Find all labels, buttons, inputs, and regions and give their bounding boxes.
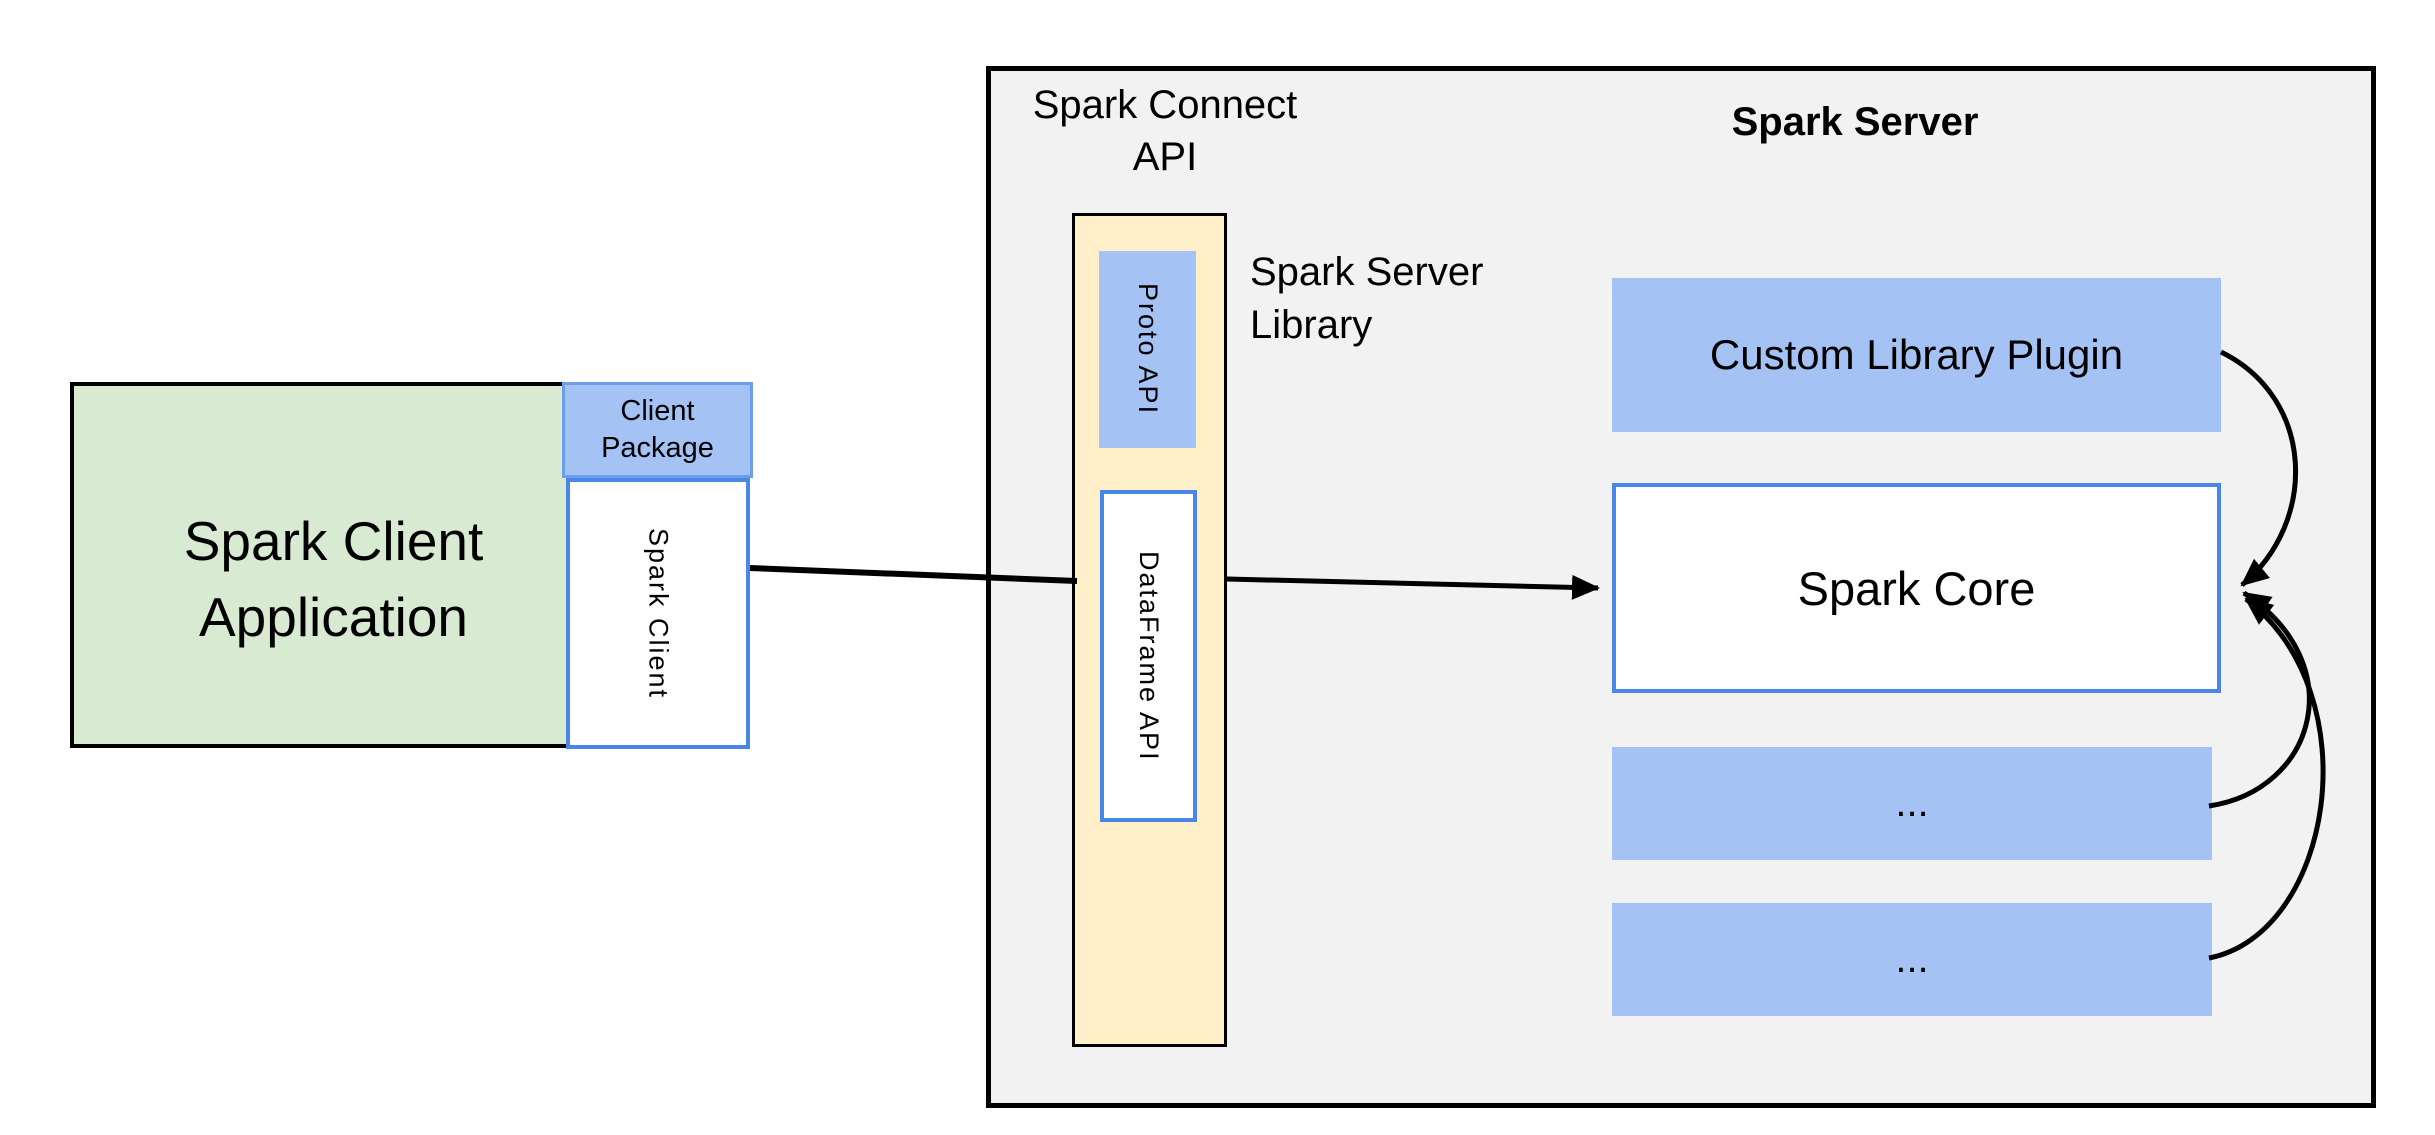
proto-api-label: Proto API [1133,283,1163,416]
dataframe-api-label: DataFrame API [1134,550,1164,762]
spark-client-application-label: Spark Client Application [183,510,484,648]
custom-library-plugin-box: Custom Library Plugin [1612,278,2221,432]
spark-connect-api-title: Spark Connect API [1032,83,1298,179]
spark-server-library-label: Spark Server Library [1250,250,1484,347]
client-package-box: Client Package [562,382,753,478]
spark-client-application-box: Spark Client Application [70,382,597,748]
plugin-placeholder-box-2: ... [1612,903,2212,1016]
spark-core-box: Spark Core [1612,483,2221,693]
proto-api-box: Proto API [1099,251,1196,448]
spark-client-box: Spark Client [566,478,750,749]
spark-client-label: Spark Client [643,527,674,700]
spark-server-title: Spark Server [1731,99,1979,144]
dataframe-api-box: DataFrame API [1100,490,1197,822]
plugin-placeholder-box-1: ... [1612,747,2212,860]
